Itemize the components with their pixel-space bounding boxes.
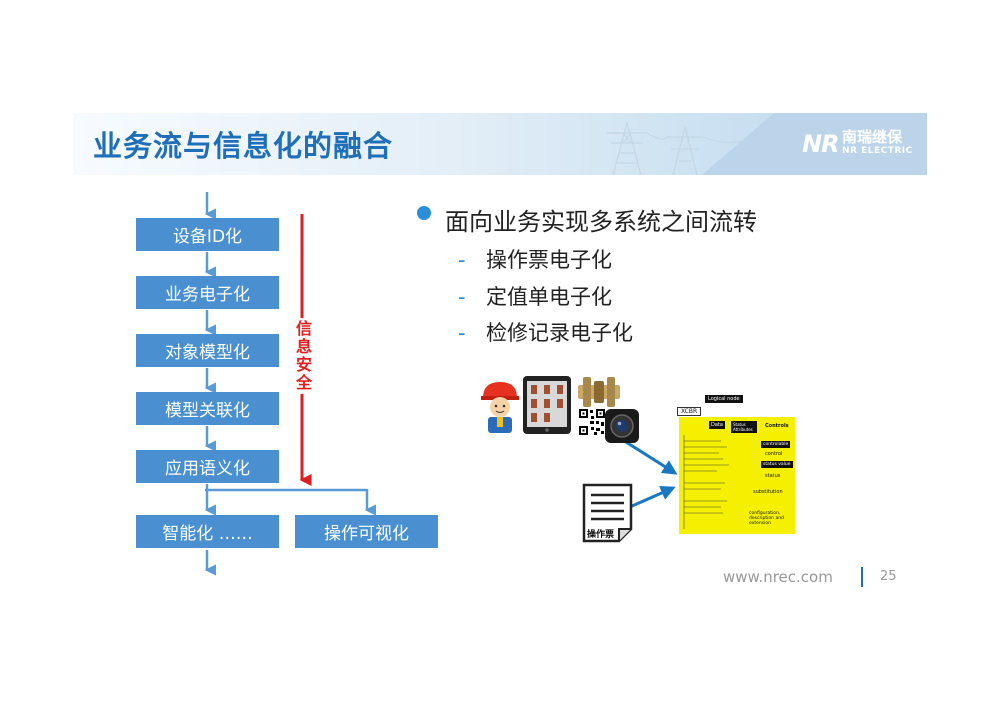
- model-tree-lines: [683, 435, 729, 529]
- flow-step-business-electronic: 业务电子化: [136, 276, 279, 309]
- page-number: 25: [880, 569, 897, 584]
- dash-marker: -: [458, 248, 466, 272]
- footer-url: www.nrec.com: [723, 568, 833, 586]
- model-label-configuration: configuration, description and extension: [749, 511, 784, 526]
- model-label-status-value: status value: [761, 461, 793, 468]
- model-label-substitution: substitution: [753, 489, 783, 495]
- flow-step-application-semantics: 应用语义化: [136, 450, 279, 483]
- info-security-label: 信息安全: [289, 318, 315, 394]
- model-body: Data Status Attributes Controls controla…: [679, 417, 795, 534]
- tablet-icon: [523, 376, 571, 434]
- flow-step-operation-visualization: 操作可视化: [295, 515, 438, 548]
- dash-marker: -: [458, 285, 466, 309]
- bullet-main: 面向业务实现多系统之间流转: [445, 208, 757, 236]
- flow-step-object-model: 对象模型化: [136, 334, 279, 367]
- bullet-sub-item: -检修记录电子化: [458, 321, 633, 345]
- operation-ticket-document: 操作票: [582, 483, 633, 543]
- document-icon: [582, 483, 633, 543]
- qr-code-icon: [578, 408, 606, 436]
- dash-marker: -: [458, 321, 466, 345]
- model-tab-status: Status Attributes: [731, 421, 757, 433]
- slide-header: 业务流与信息化的融合 NR 南瑞继保 NR ELECTRIC: [73, 113, 927, 175]
- model-title: Logical node: [705, 395, 743, 403]
- bullet-sub-item: -定值单电子化: [458, 285, 612, 309]
- flow-step-intelligent: 智能化 ……: [136, 515, 279, 548]
- model-label-control: control: [765, 451, 783, 457]
- power-tower-watermark-icon: [607, 120, 744, 175]
- model-label-status: status: [765, 473, 781, 479]
- bullet-sub-item: -操作票电子化: [458, 248, 612, 272]
- bullet-dot-icon: [417, 206, 431, 220]
- model-tab-data: Data: [709, 421, 725, 429]
- flow-step-model-association: 模型关联化: [136, 392, 279, 425]
- model-node-box: XCBR: [677, 407, 702, 416]
- worker-helmet-icon: [481, 382, 519, 433]
- equipment-device-icon: [578, 377, 620, 407]
- model-label-controlable: controlable: [761, 441, 791, 448]
- flow-step-device-id: 设备ID化: [136, 218, 279, 251]
- footer-divider: [861, 567, 863, 587]
- logo-mark: NR: [802, 130, 840, 158]
- model-controls-header: Controls: [765, 423, 789, 429]
- document-label: 操作票: [587, 530, 615, 540]
- logical-node-model-diagram: Logical node XCBR Data Status Attributes…: [675, 395, 795, 535]
- camera-lens-icon: [605, 409, 639, 443]
- logo-english-name: NR ELECTRIC: [842, 146, 913, 156]
- page-title: 业务流与信息化的融合: [93, 129, 394, 163]
- logo-chinese-name: 南瑞继保: [842, 128, 903, 146]
